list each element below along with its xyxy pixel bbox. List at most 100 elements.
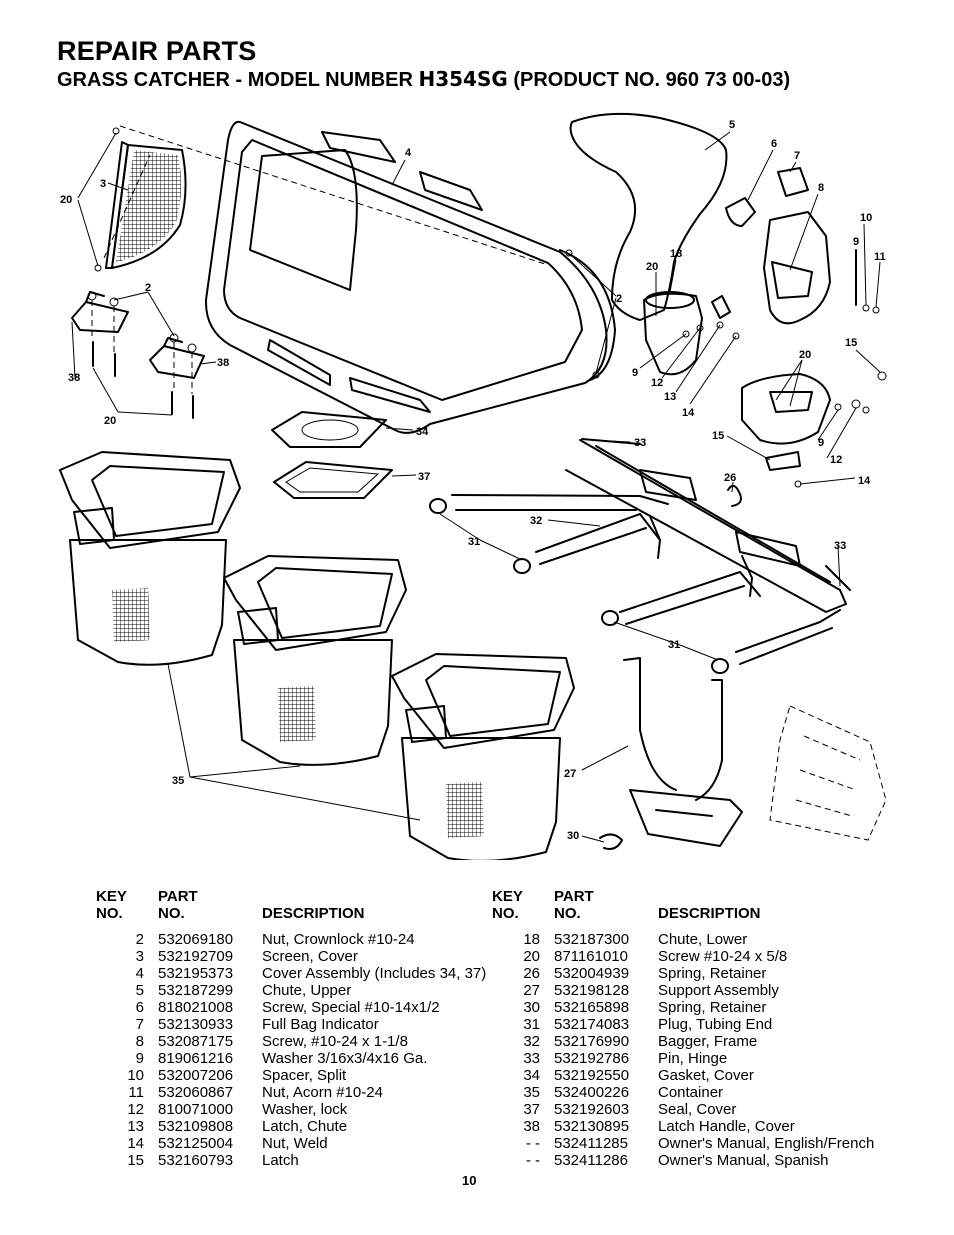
- callout-26: 26: [724, 472, 736, 484]
- description-cell: Latch: [262, 1152, 299, 1169]
- part-number-cell: 532176990: [554, 1033, 630, 1050]
- page-title: REPAIR PARTS: [57, 36, 257, 66]
- callout-20-a: 20: [60, 194, 72, 206]
- key-cell: 8: [135, 1033, 144, 1050]
- gasket-cover: [271, 411, 387, 448]
- spring-retainer-30: [599, 833, 623, 850]
- description-cell: Bagger, Frame: [658, 1033, 758, 1050]
- description-cell: Latch, Chute: [262, 1118, 348, 1135]
- key-cell: 10: [127, 1067, 144, 1084]
- description-cell: Washer, lock: [262, 1101, 348, 1118]
- part-number-cell: 532411285: [554, 1135, 628, 1152]
- callout-9-a: 9: [853, 236, 859, 248]
- callout-11: 11: [874, 251, 886, 263]
- callout-20-b: 20: [646, 261, 658, 273]
- header-key-line2: NO.: [96, 905, 123, 922]
- tubing-end-plugs: [429, 498, 729, 674]
- latch-handle-right: [149, 337, 205, 379]
- callout-18: 18: [670, 248, 682, 260]
- callout-30: 30: [567, 830, 579, 842]
- part-number-cell: 532187299: [158, 982, 234, 999]
- description-cell: Spacer, Split: [262, 1067, 347, 1084]
- screw-20-upper: [112, 127, 120, 135]
- callout-15-b: 15: [712, 430, 724, 442]
- callout-4: 4: [405, 147, 412, 159]
- header-key-line1: KEY: [492, 888, 523, 905]
- key-cell: 13: [127, 1118, 144, 1135]
- key-cell: 31: [523, 1016, 540, 1033]
- hinge-pin-lower: [825, 565, 851, 591]
- part-number-cell: 810071000: [158, 1101, 234, 1118]
- table-row: 32 532176990 Bagger, Frame: [492, 1033, 898, 1050]
- nut-2-upper: [565, 249, 573, 257]
- part-number-cell: 532060867: [158, 1084, 234, 1101]
- header-key-line1: KEY: [96, 888, 127, 905]
- part-number-cell: 818021008: [158, 999, 234, 1016]
- key-cell: 20: [523, 948, 540, 965]
- header-part-line1: PART: [554, 888, 594, 905]
- callout-5: 5: [729, 119, 735, 131]
- spring-retainer-26: [727, 484, 742, 507]
- description-cell: Cover Assembly (Includes 34, 37): [262, 965, 487, 982]
- lower-housing-8: [763, 211, 831, 325]
- support-assembly: [623, 657, 743, 847]
- callout-31-a: 31: [468, 536, 480, 548]
- part-number-cell: 532411286: [554, 1152, 628, 1169]
- key-cell: 27: [523, 982, 540, 999]
- part-number-cell: 532125004: [158, 1135, 234, 1152]
- callout-33-b: 33: [834, 540, 846, 552]
- description-cell: Support Assembly: [658, 982, 779, 999]
- container-1: [59, 451, 241, 666]
- part-number-cell: 532174083: [554, 1016, 630, 1033]
- part-number-cell: 532069180: [158, 931, 234, 948]
- part-number-cell: 532192786: [554, 1050, 630, 1067]
- callout-37: 37: [418, 471, 430, 483]
- description-cell: Washer 3/16x3/4x16 Ga.: [262, 1050, 428, 1067]
- description-cell: Owner's Manual, English/French: [658, 1135, 875, 1152]
- header-part-line2: NO.: [158, 905, 185, 922]
- description-cell: Screen, Cover: [262, 948, 358, 965]
- callout-3: 3: [100, 178, 106, 190]
- part-number-cell: 532192550: [554, 1067, 630, 1084]
- key-cell: 18: [523, 931, 540, 948]
- callout-32: 32: [530, 515, 542, 527]
- acorn-nut-11: [872, 306, 880, 314]
- description-cell: Spring, Retainer: [658, 999, 767, 1016]
- header-description: DESCRIPTION: [262, 905, 365, 922]
- description-cell: Latch Handle, Cover: [658, 1118, 795, 1135]
- subtitle-suffix: (PRODUCT NO. 960 73 00-03): [507, 69, 791, 91]
- leader-lines: [71, 131, 881, 843]
- description-cell: Nut, Weld: [262, 1135, 328, 1152]
- screen-cover: [105, 141, 187, 269]
- part-number-cell: 532195373: [158, 965, 234, 982]
- description-cell: Spring, Retainer: [658, 965, 767, 982]
- header-part-line2: NO.: [554, 905, 581, 922]
- key-cell: 35: [523, 1084, 540, 1101]
- header-part-line1: PART: [158, 888, 198, 905]
- header-description: DESCRIPTION: [658, 905, 761, 922]
- container-3: [391, 653, 575, 860]
- header-spacer: [492, 922, 898, 931]
- header-spacer: [96, 922, 502, 931]
- part-number-cell: 532187300: [554, 931, 630, 948]
- key-cell: 26: [523, 965, 540, 982]
- description-cell: Screw, Special #10-14x1/2: [262, 999, 440, 1016]
- exploded-parts-diagram: 20 3 4 5 6 7 8 10 9 11 2 18 20 2 38 38 2…: [59, 112, 887, 860]
- key-cell: 32: [523, 1033, 540, 1050]
